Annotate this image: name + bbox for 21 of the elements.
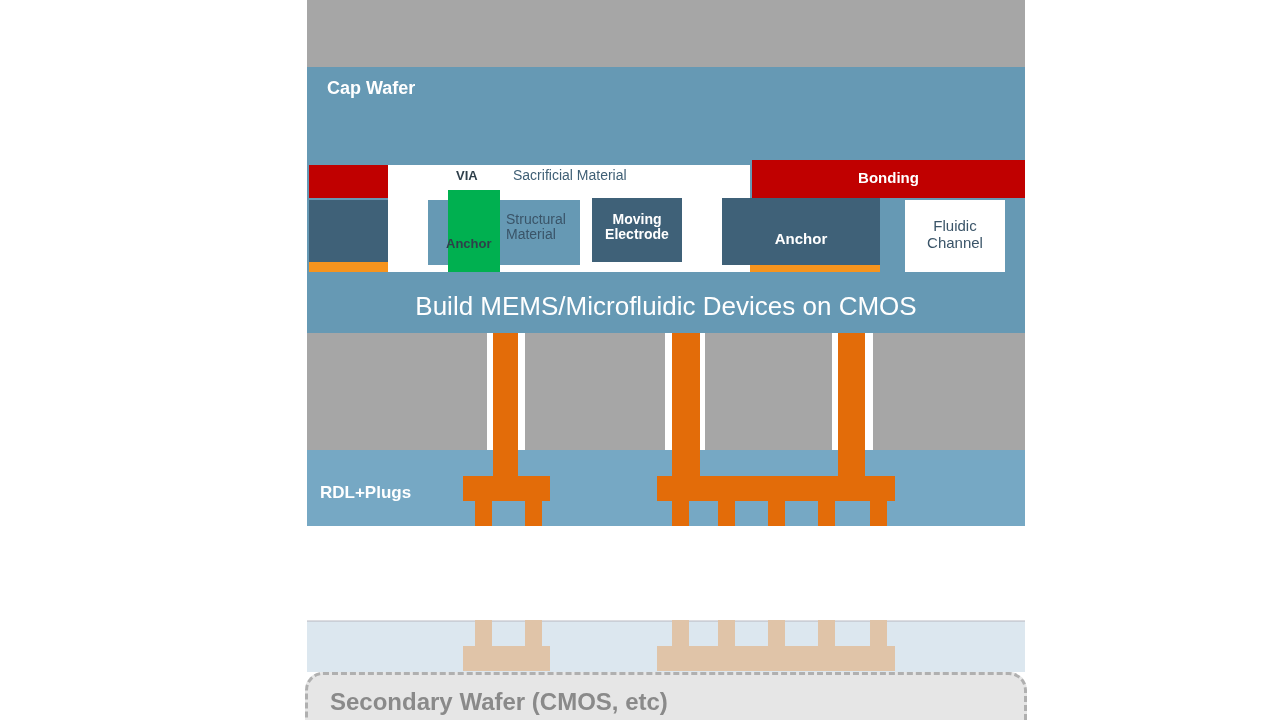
secondary-wafer [305,672,1027,720]
bonding-layer [752,160,1025,198]
part-label: VIA [456,169,478,184]
layer-label: Secondary Wafer (CMOS, etc) [330,689,668,716]
cavity-region [388,165,750,272]
anchor-block [722,198,880,265]
part-label: Anchor [773,231,829,248]
cap-wafer-layer [307,67,1025,165]
part-label: Structural Material [506,212,567,243]
part-label: Moving Electrode [604,212,670,243]
via-pillar [448,168,500,272]
electrode-block [592,198,682,262]
part-label: Fluidic Channel [926,218,984,251]
cmos-layer [307,272,1025,333]
layer-label: Cap Wafer [327,79,416,99]
region-label: Sacrificial Material [513,168,627,184]
structural-block [428,200,580,265]
layer-label: RDL+Plugs [320,484,412,503]
layer-label: Bonding [857,170,920,187]
layer-label: Build MEMS/Microfluidic Devices on CMOS [414,292,918,321]
channel-region [905,200,1005,272]
